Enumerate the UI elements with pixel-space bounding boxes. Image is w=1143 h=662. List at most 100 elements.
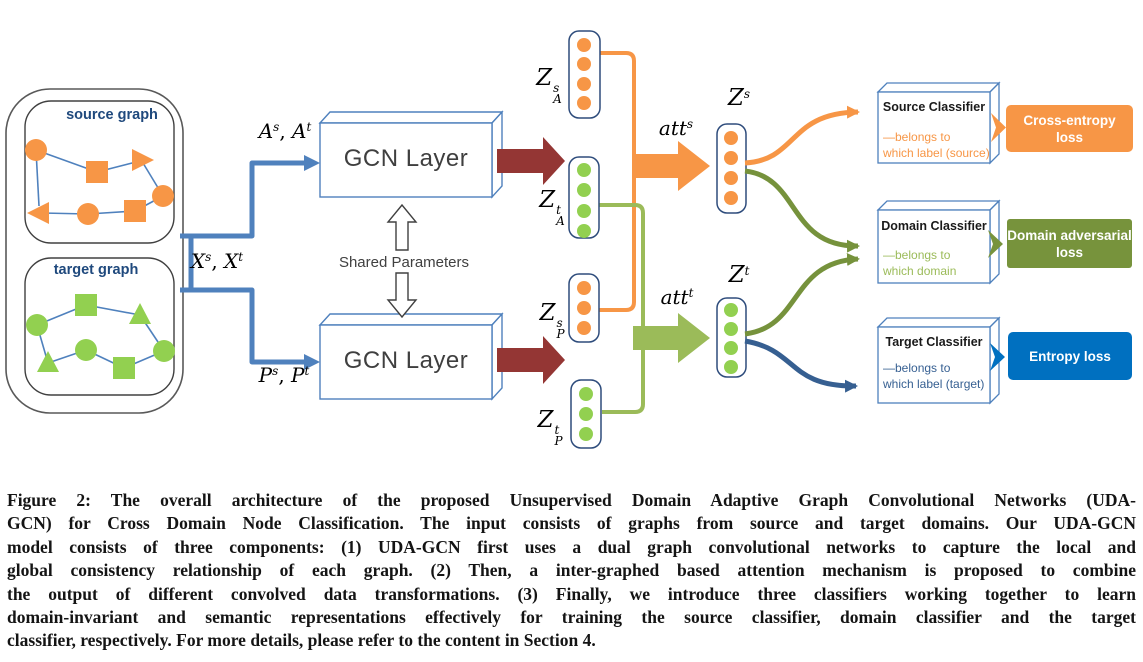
orange-embedding-dots bbox=[577, 38, 738, 335]
math-base: Z bbox=[537, 407, 554, 433]
graph-node bbox=[75, 294, 97, 316]
graph-node bbox=[77, 203, 99, 225]
target-graph-label: target graph bbox=[53, 262, 139, 278]
math-sub: A bbox=[556, 214, 565, 228]
caption-line: classifier, respectively. For more detai… bbox=[7, 630, 596, 651]
graph-node bbox=[37, 351, 59, 372]
figure-caption: Figure 2: The overall architecture of th… bbox=[7, 489, 1136, 653]
math-base: P bbox=[258, 363, 273, 387]
math-base: Z bbox=[539, 300, 556, 326]
graph-node bbox=[25, 139, 47, 161]
graph-node bbox=[26, 314, 48, 336]
graph-node bbox=[75, 339, 97, 361]
attention-arrow-target bbox=[633, 313, 710, 363]
cross-entropy-loss-box: Cross-entropy loss bbox=[1006, 105, 1133, 152]
chevron-to-domain-adversarial bbox=[988, 230, 1003, 258]
math-base: Z bbox=[728, 262, 745, 288]
math-sup: t bbox=[306, 120, 312, 134]
graph-node bbox=[113, 357, 135, 379]
math-base: X bbox=[190, 249, 206, 273]
label-z-s: Zs bbox=[702, 85, 776, 111]
zs-to-source-classifier-arrow bbox=[744, 105, 860, 166]
up-arrow-icon bbox=[386, 203, 418, 251]
label-att-s: atts bbox=[630, 117, 722, 139]
caption-line: model consists of three components: (1) … bbox=[7, 536, 1136, 557]
diagram-canvas bbox=[5, 30, 1006, 449]
label-a-matrices: As, At bbox=[238, 120, 332, 142]
math-base: P bbox=[291, 363, 305, 387]
graph-node bbox=[132, 149, 154, 171]
domain-classifier-title: Domain Classifier bbox=[881, 219, 987, 233]
math-sup: t bbox=[238, 250, 244, 264]
graph-node bbox=[129, 303, 151, 324]
source-graph-nodes bbox=[25, 139, 174, 225]
math-base: A bbox=[292, 119, 307, 143]
math-sub: P bbox=[556, 327, 565, 341]
label-att-t: attt bbox=[631, 286, 723, 308]
graph-node bbox=[124, 200, 146, 222]
graph-node bbox=[152, 185, 174, 207]
math-sup: s bbox=[686, 117, 694, 131]
math-sup: t bbox=[304, 364, 310, 378]
zs-to-domain-classifier-arrow bbox=[744, 168, 860, 253]
math-sup: s bbox=[273, 120, 280, 134]
graph-node bbox=[27, 202, 49, 224]
source-classifier-subtitle-1: —belongs to bbox=[883, 130, 951, 144]
embedding-capsules bbox=[568, 30, 747, 449]
source-graph-label: source graph bbox=[66, 107, 158, 123]
math-sup: s bbox=[205, 250, 212, 264]
attention-arrow-source bbox=[633, 141, 710, 191]
label-p-matrices: Ps, Pt bbox=[237, 364, 331, 386]
caption-line: the output of different convolved data t… bbox=[7, 583, 1136, 604]
math-base: Z bbox=[539, 187, 556, 213]
math-base: Z bbox=[536, 65, 553, 91]
gcn-layer-bottom-label: GCN Layer bbox=[343, 347, 469, 374]
green-embedding-dots bbox=[577, 163, 738, 441]
target-classifier-subtitle-2: which label (target) bbox=[883, 377, 985, 391]
caption-line: GCN) for Cross Domain Node Classificatio… bbox=[7, 513, 1136, 534]
capsule-z-s bbox=[716, 123, 747, 214]
entropy-loss-box: Entropy loss bbox=[1008, 332, 1132, 380]
capsule-z-t bbox=[716, 297, 747, 378]
architecture-figure: source graph target graph As, At Xs, Xt … bbox=[5, 30, 1133, 449]
math-sup: t bbox=[554, 423, 560, 437]
math-sup: s bbox=[743, 87, 751, 101]
loss-label-line2: loss bbox=[1055, 244, 1083, 260]
target-graph-nodes bbox=[26, 294, 175, 379]
math-sup: t bbox=[688, 286, 694, 300]
loss-label-line2: loss bbox=[1055, 129, 1083, 145]
loss-label-line1: Cross-entropy bbox=[1023, 112, 1116, 128]
zt-to-target-classifier-arrow bbox=[744, 338, 858, 393]
caption-line: Figure 2: The overall architecture of th… bbox=[7, 490, 1136, 510]
zt-to-domain-classifier-arrow bbox=[744, 253, 860, 337]
caption-line: domain-invariant and semantic representa… bbox=[7, 607, 1136, 628]
loss-label-line1: Domain adversarial bbox=[1007, 227, 1132, 243]
source-embedding-connector bbox=[598, 51, 636, 312]
math-base: X bbox=[224, 249, 239, 273]
domain-classifier-subtitle-1: —belongs to bbox=[883, 248, 951, 262]
target-embedding-connector bbox=[599, 203, 645, 414]
math-sup: s bbox=[553, 81, 560, 95]
label-z-t: Zt bbox=[702, 262, 776, 288]
caption-line: global consistency relationship of each … bbox=[7, 560, 1136, 581]
chevron-to-entropy bbox=[990, 343, 1005, 371]
math-sub: A bbox=[553, 92, 562, 106]
math-base: A bbox=[258, 119, 274, 143]
loss-label-line1: Entropy loss bbox=[1029, 348, 1111, 364]
source-classifier-title: Source Classifier bbox=[882, 100, 986, 114]
shared-parameters-label: Shared Parameters bbox=[338, 254, 470, 271]
gcn-layer-top-box bbox=[318, 110, 504, 199]
math-sup: t bbox=[556, 203, 561, 217]
math-base: Z bbox=[727, 85, 744, 111]
target-graph-panel bbox=[24, 257, 175, 396]
down-arrow-icon bbox=[386, 272, 418, 319]
graph-node bbox=[153, 340, 175, 362]
source-classifier-subtitle-2: which label (source) bbox=[883, 146, 990, 160]
math-sub: P bbox=[554, 434, 563, 448]
gcn-output-arrow-bottom bbox=[497, 336, 565, 384]
arrowhead-to-gcn-top bbox=[304, 155, 320, 171]
